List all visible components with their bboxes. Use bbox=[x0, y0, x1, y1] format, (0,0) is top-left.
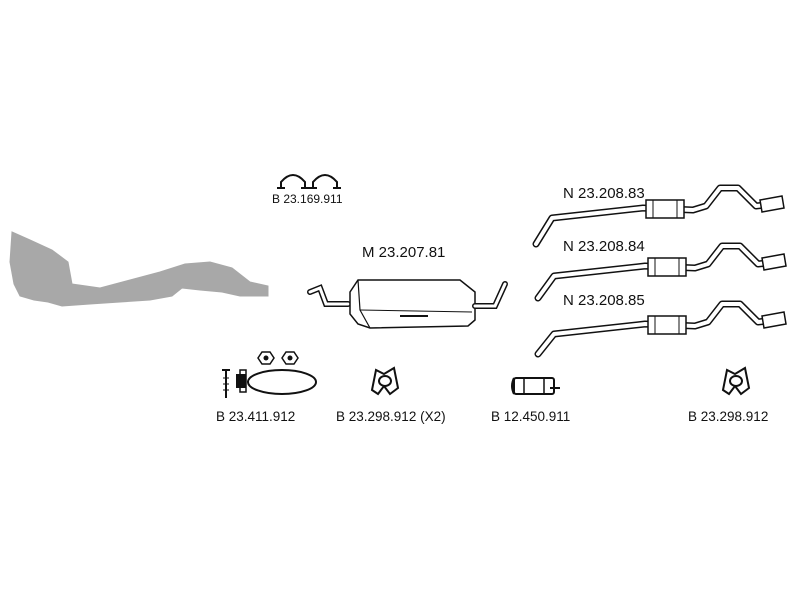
tail-pipe-3-code: N 23.208.85 bbox=[563, 292, 645, 309]
mounting-kit-icon bbox=[222, 351, 317, 398]
clamp-pair-code: B 23.169.911 bbox=[272, 192, 343, 206]
tail-pipe-2-code: N 23.208.84 bbox=[563, 238, 645, 255]
pipe-connector-icon bbox=[511, 377, 560, 395]
rubber-mount-code: B 23.298.912 bbox=[688, 409, 769, 424]
center-muffler-icon bbox=[307, 279, 508, 329]
pipe-connector-code: B 12.450.911 bbox=[491, 409, 571, 424]
rubber-mount-x2-icon bbox=[370, 366, 400, 396]
mounting-kit-code: B 23.411.912 bbox=[216, 409, 296, 424]
rubber-mount-icon bbox=[721, 366, 751, 396]
tail-pipe-3-icon bbox=[534, 300, 787, 358]
tail-pipe-2-icon bbox=[534, 242, 787, 302]
tail-pipe-1-code: N 23.208.83 bbox=[563, 185, 645, 202]
center-muffler-code: M 23.207.81 bbox=[362, 244, 446, 261]
clamp-pair-icon bbox=[277, 174, 341, 189]
rubber-mount-x2-code: B 23.298.912 (X2) bbox=[336, 409, 446, 424]
tail-pipe-1-icon bbox=[532, 184, 785, 248]
